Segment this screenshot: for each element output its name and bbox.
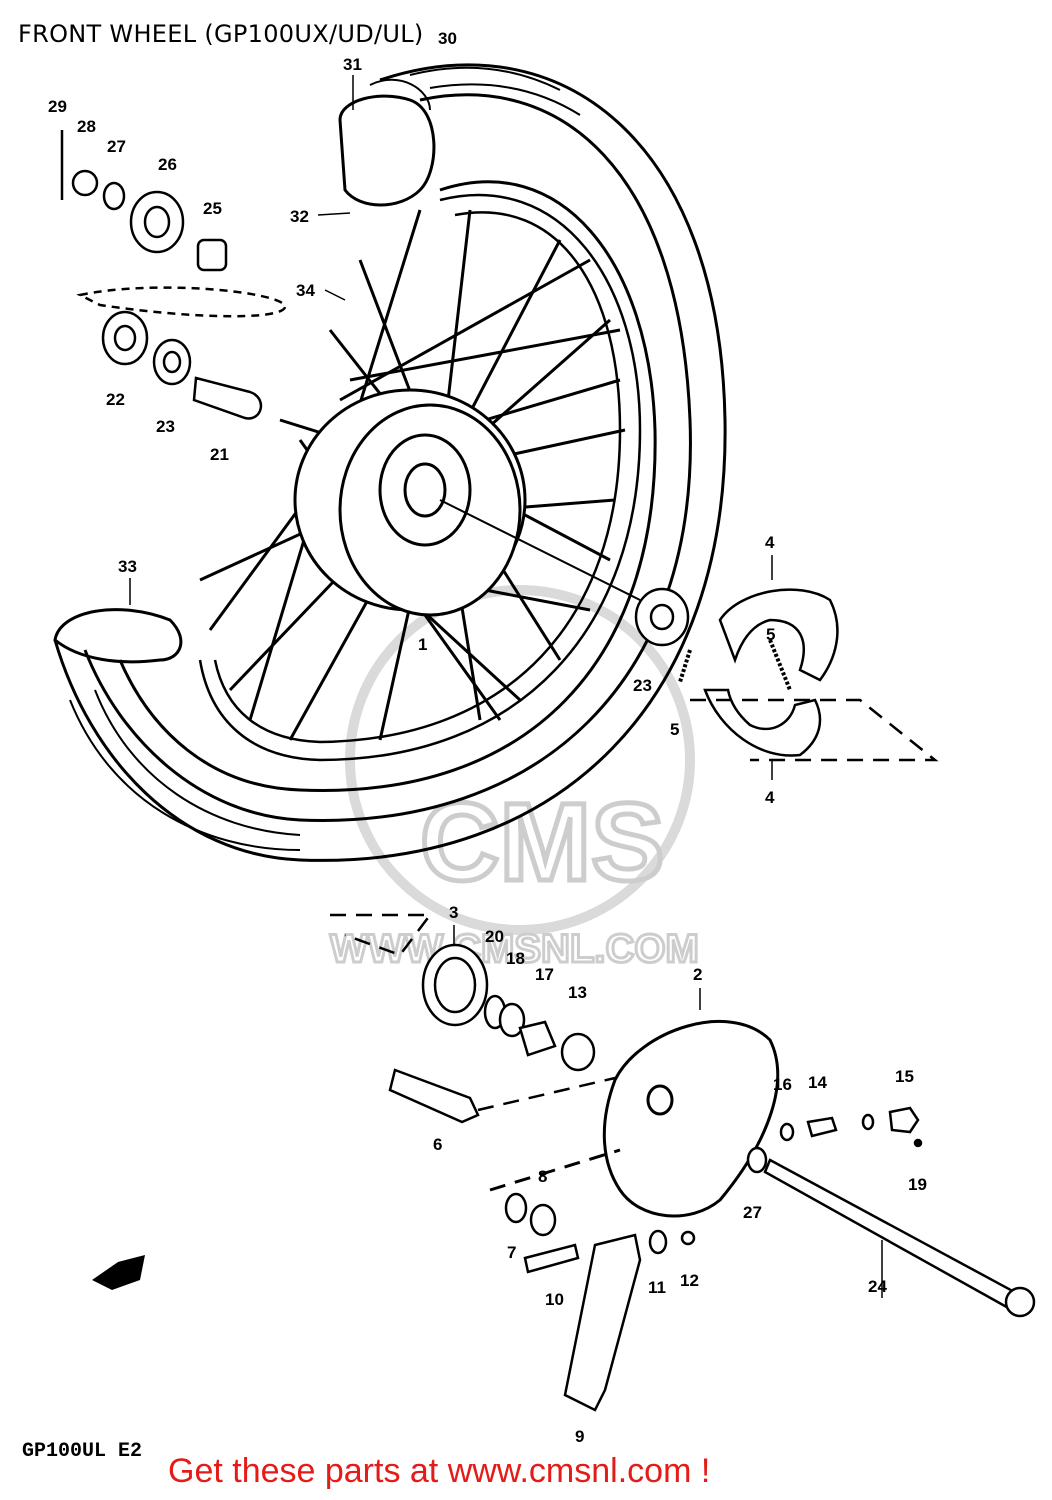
brake-cam-lever xyxy=(523,1233,642,1412)
callout-8: 8 xyxy=(538,1167,547,1186)
callout-3: 3 xyxy=(449,903,458,922)
callout-14: 14 xyxy=(808,1073,827,1092)
callout-28: 28 xyxy=(77,117,96,136)
tyre xyxy=(53,63,727,862)
hub xyxy=(293,388,641,617)
callout-5-bottom: 5 xyxy=(670,720,679,739)
callout-4-top: 4 xyxy=(765,533,775,552)
brake-cam-shaft xyxy=(388,1068,616,1124)
callout-30: 30 xyxy=(438,29,457,48)
brake-washers xyxy=(504,1192,696,1255)
front-direction-arrow xyxy=(92,1255,145,1290)
callout-12: 12 xyxy=(680,1271,699,1290)
callout-25: 25 xyxy=(203,199,222,218)
callout-29: 29 xyxy=(48,97,67,116)
callout-23-right: 23 xyxy=(633,676,652,695)
front-axle-assembly xyxy=(746,1106,1036,1318)
callout-5-top: 5 xyxy=(766,625,775,644)
callout-21: 21 xyxy=(210,445,229,464)
callout-15: 15 xyxy=(895,1067,914,1086)
callout-26: 26 xyxy=(158,155,177,174)
hub-cap-assembly xyxy=(60,130,287,318)
callout-20: 20 xyxy=(485,927,504,946)
callout-16-left: 16 xyxy=(773,1075,792,1094)
callout-32: 32 xyxy=(290,207,309,226)
callout-9: 9 xyxy=(575,1427,584,1446)
callout-34: 34 xyxy=(296,281,315,300)
model-code: GP100UL E2 xyxy=(22,1440,143,1463)
callout-7: 7 xyxy=(507,1243,516,1262)
callout-19: 19 xyxy=(908,1175,927,1194)
callout-13: 13 xyxy=(568,983,587,1002)
diagram-title: FRONT WHEEL (GP100UX/UD/UL) xyxy=(18,20,424,48)
callout-17: 17 xyxy=(535,965,554,984)
leader-lines xyxy=(129,75,883,1298)
callout-24: 24 xyxy=(868,1277,887,1296)
callout-23-left: 23 xyxy=(156,417,175,436)
callout-4-bottom: 4 xyxy=(765,788,775,807)
callout-numbers: 1 2 3 4 4 5 5 6 7 8 9 10 11 12 13 14 15 … xyxy=(48,29,927,1446)
callout-11: 11 xyxy=(648,1278,666,1297)
callout-31: 31 xyxy=(343,55,362,74)
callout-22: 22 xyxy=(106,390,125,409)
callout-10: 10 xyxy=(545,1290,564,1309)
rim xyxy=(198,193,642,762)
callout-33: 33 xyxy=(118,557,137,576)
callout-18: 18 xyxy=(506,949,525,968)
callout-27-left: 27 xyxy=(107,137,126,156)
watermark-site: WWW.CMSNL.COM xyxy=(330,927,699,971)
callout-2: 2 xyxy=(693,965,702,984)
callout-1: 1 xyxy=(418,635,427,654)
bearing-assembly-left xyxy=(101,310,263,420)
callout-27-right: 27 xyxy=(743,1203,762,1222)
brake-panel-seals xyxy=(330,913,596,1072)
callout-6: 6 xyxy=(433,1135,442,1154)
brake-panel xyxy=(489,1019,780,1218)
brake-shoe-assembly xyxy=(634,587,939,762)
cms-watermark: CMS WWW.CMSNL.COM xyxy=(329,585,700,973)
promo-link[interactable]: Get these parts at www.cmsnl.com ! xyxy=(168,1452,711,1490)
